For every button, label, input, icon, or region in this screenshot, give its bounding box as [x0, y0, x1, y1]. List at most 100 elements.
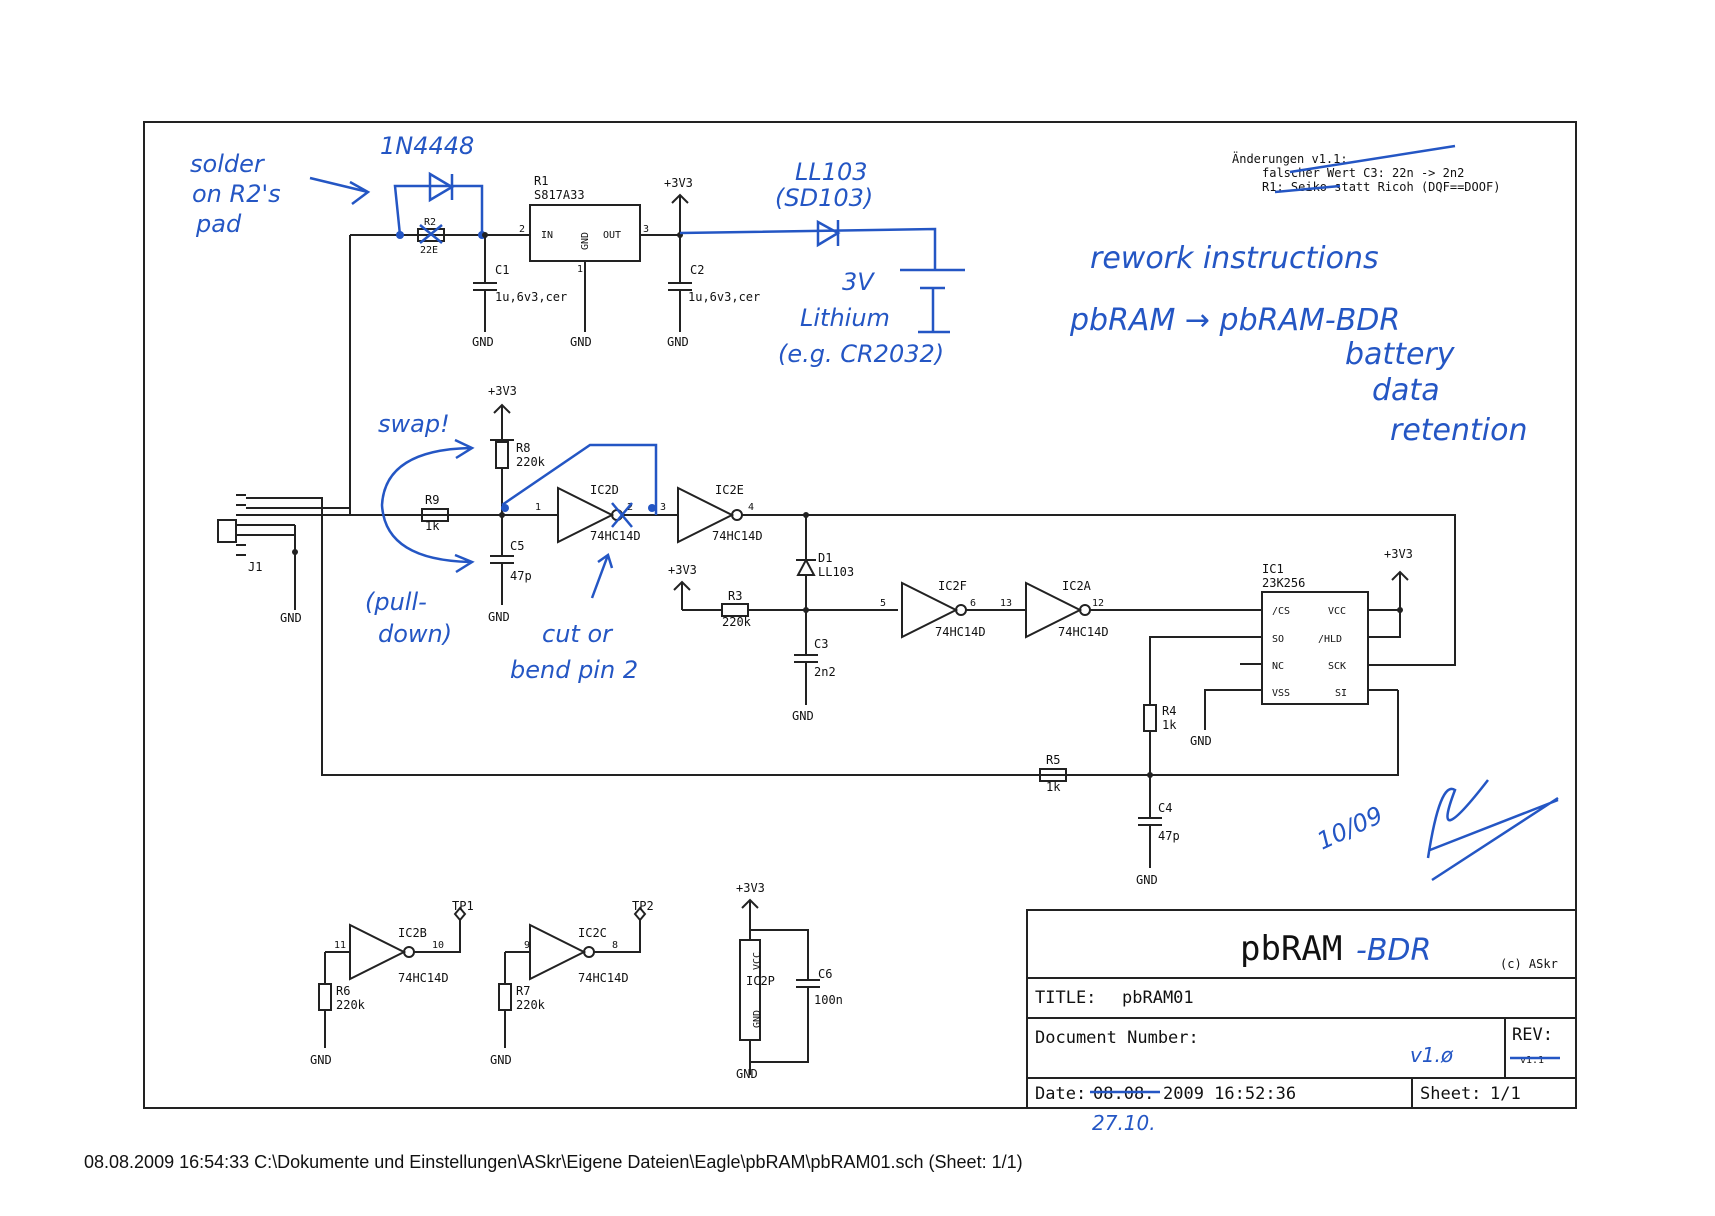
- gnd-ic1: GND: [1190, 734, 1212, 748]
- c3-capacitor: [794, 610, 818, 705]
- hw-solder-1: solder: [190, 150, 266, 178]
- vcc-r3: +3V3: [668, 563, 697, 577]
- j1-connector[interactable]: [217, 519, 237, 543]
- hw-pull: (pull-: [365, 588, 427, 616]
- ic1-part: 23K256: [1262, 576, 1305, 590]
- r5-value: 1k: [1046, 780, 1061, 794]
- ic2e-part: 74HC14D: [712, 529, 763, 543]
- hw-sd103: (SD103): [775, 184, 873, 212]
- svg-text:12: 12: [1092, 598, 1104, 609]
- c4-value: 47p: [1158, 829, 1180, 843]
- ic1-pin-hld: /HLD: [1318, 634, 1342, 645]
- r8-label: R8: [516, 441, 530, 455]
- signature: [1426, 779, 1559, 882]
- rev-note-2: falscher Wert C3: 22n -> 2n2: [1262, 166, 1464, 180]
- ic2e-label: IC2E: [715, 483, 744, 497]
- gate-ic2a: [1025, 581, 1083, 639]
- title-label: TITLE:: [1035, 988, 1096, 1008]
- hw-lithium: Lithium: [800, 304, 890, 332]
- c2-capacitor: [668, 235, 692, 332]
- c2-label: C2: [690, 263, 704, 277]
- d1-diode: [796, 515, 816, 610]
- svg-text:1: 1: [577, 264, 583, 275]
- ic1-pin-si: SI: [1335, 688, 1347, 699]
- ic2p-gnd: GND: [752, 1010, 763, 1028]
- r1-part: S817A33: [534, 188, 585, 202]
- hw-data: data: [1372, 373, 1440, 408]
- ic1-pin-nc: NC: [1272, 661, 1284, 672]
- hw-cr2032: (e.g. CR2032): [778, 340, 944, 368]
- ic1-label: IC1: [1262, 562, 1284, 576]
- gnd-r7: GND: [490, 1053, 512, 1067]
- r2-label: R2: [424, 217, 436, 228]
- ic2c-label: IC2C: [578, 926, 607, 940]
- r4-value: 1k: [1162, 718, 1177, 732]
- docnum-label: Document Number:: [1035, 1028, 1199, 1048]
- svg-text:8: 8: [612, 940, 618, 951]
- sheet-frame: [143, 121, 1577, 1109]
- vcc-ic1: +3V3: [1384, 547, 1413, 561]
- r1-label: R1: [534, 174, 548, 188]
- gnd-c1: GND: [472, 335, 494, 349]
- svg-text:9: 9: [524, 940, 530, 951]
- ic2a-part: 74HC14D: [1058, 625, 1109, 639]
- c6-label: C6: [818, 967, 832, 981]
- hw-pbram-bdr: pbRAM → pbRAM-BDR: [1069, 303, 1400, 338]
- svg-text:2: 2: [519, 224, 525, 235]
- date-value: 2009 16:52:36: [1163, 1084, 1296, 1104]
- c6-value: 100n: [814, 993, 843, 1007]
- c1-label: C1: [495, 263, 509, 277]
- r3-value: 220k: [722, 615, 752, 629]
- svg-text:3: 3: [660, 502, 666, 513]
- gnd-ic2p: GND: [736, 1067, 758, 1081]
- rev-old: v1.1: [1520, 1055, 1544, 1066]
- r9-resistor: [421, 508, 449, 522]
- r8-resistor: [495, 441, 509, 469]
- rev-new: v1.ø: [1410, 1043, 1454, 1067]
- sheet-label: Sheet:: [1420, 1084, 1481, 1104]
- print-footer: 08.08.2009 16:54:33 C:\Dokumente und Ein…: [84, 1152, 1023, 1172]
- reg-gnd: GND: [580, 232, 591, 250]
- ic2b-label: IC2B: [398, 926, 427, 940]
- gate-ic2f: [901, 581, 959, 639]
- gnd-c2: GND: [667, 335, 689, 349]
- r3-label: R3: [728, 589, 742, 603]
- r2-resistor: [417, 228, 445, 242]
- title-block: [1026, 909, 1577, 1109]
- tp2-label[interactable]: TP2: [632, 899, 654, 913]
- r7-resistor: [498, 983, 512, 1011]
- svg-text:2: 2: [627, 502, 633, 513]
- gate-ic2c: [505, 923, 587, 981]
- c1-value: 1u,6v3,cer: [495, 290, 567, 304]
- sheet-value: 1/1: [1490, 1084, 1521, 1104]
- svg-text:1: 1: [535, 502, 541, 513]
- hw-1n4448: 1N4448: [380, 132, 474, 160]
- ic2d-label: IC2D: [590, 483, 619, 497]
- hw-ll103: LL103: [795, 158, 868, 186]
- copyright: (c) ASkr: [1500, 957, 1558, 971]
- svg-text:4: 4: [748, 502, 754, 513]
- hw-bend: bend pin 2: [510, 656, 638, 684]
- gate-ic2e: [677, 486, 735, 544]
- ic2f-label: IC2F: [938, 579, 967, 593]
- hw-battery: battery: [1345, 337, 1456, 372]
- r6-label: R6: [336, 984, 350, 998]
- title-suffix: -BDR: [1356, 933, 1431, 968]
- r6-resistor: [318, 983, 332, 1011]
- reg-in: IN: [541, 230, 553, 241]
- d1-value: LL103: [818, 565, 854, 579]
- tp1-label[interactable]: TP1: [452, 899, 474, 913]
- d1-label: D1: [818, 551, 832, 565]
- r5-resistor: [1039, 768, 1067, 782]
- c3-label: C3: [814, 637, 828, 651]
- ic2b-part: 74HC14D: [398, 971, 449, 985]
- c2-value: 1u,6v3,cer: [688, 290, 760, 304]
- ic2d-part: 74HC14D: [590, 529, 641, 543]
- gnd-c3: GND: [792, 709, 814, 723]
- c4-label: C4: [1158, 801, 1172, 815]
- ic2a-label: IC2A: [1062, 579, 1092, 593]
- r9-value: 1k: [425, 519, 440, 533]
- svg-text:5: 5: [880, 598, 886, 609]
- ic1-pin-cs: /CS: [1272, 606, 1290, 617]
- r6-value: 220k: [336, 998, 366, 1012]
